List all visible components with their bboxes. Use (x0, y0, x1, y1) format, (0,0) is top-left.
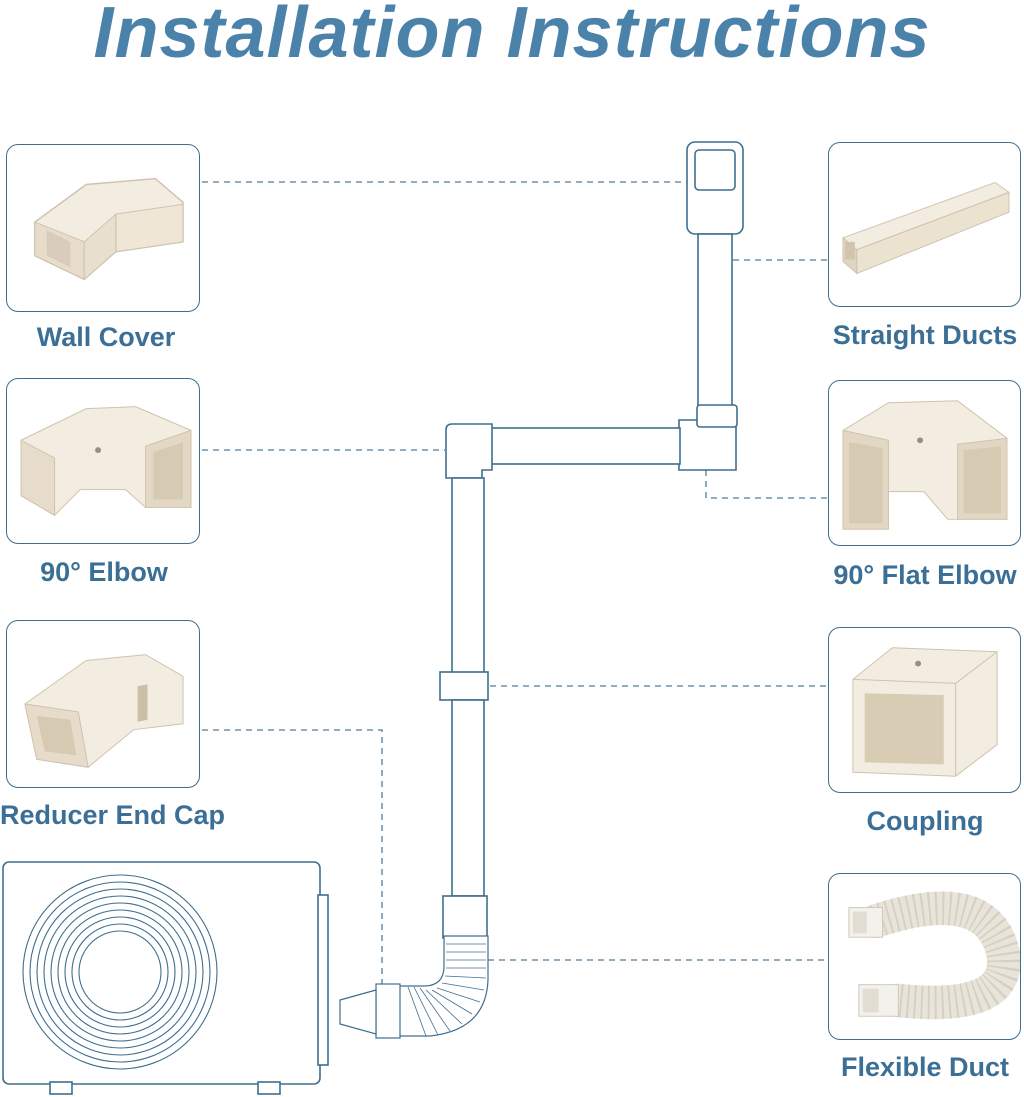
flexible-duct-image (848, 891, 1020, 1020)
coupling-image (852, 647, 998, 777)
flat-elbow-image (842, 400, 1008, 530)
elbow-card (6, 378, 200, 544)
straight-ducts-label: Straight Ducts (832, 320, 1018, 350)
straight-ducts-card (828, 142, 1021, 307)
wall-cover-label: Wall Cover (36, 322, 176, 352)
straight-duct-image (842, 181, 1011, 275)
flexible-duct-card (828, 873, 1021, 1040)
page-title: Installation Instructions (93, 0, 931, 73)
reducer-image (24, 654, 184, 768)
reducer-label: Reducer End Cap (0, 800, 226, 830)
flat-elbow-card (828, 380, 1021, 546)
flexible-duct-label: Flexible Duct (840, 1052, 1010, 1082)
duct-outline (439, 141, 744, 939)
coupling-card (828, 627, 1021, 793)
reducer-card (6, 620, 200, 788)
flexible-duct-outline (339, 935, 489, 1039)
wall-cover-image (34, 177, 184, 281)
flat-elbow-label: 90° Flat Elbow (833, 560, 1017, 590)
leader-lines (202, 181, 828, 985)
elbow-image (20, 406, 192, 517)
elbow-label: 90° Elbow (40, 557, 168, 587)
outdoor-unit (2, 861, 329, 1095)
coupling-label: Coupling (866, 806, 984, 836)
wall-cover-card (6, 144, 200, 312)
